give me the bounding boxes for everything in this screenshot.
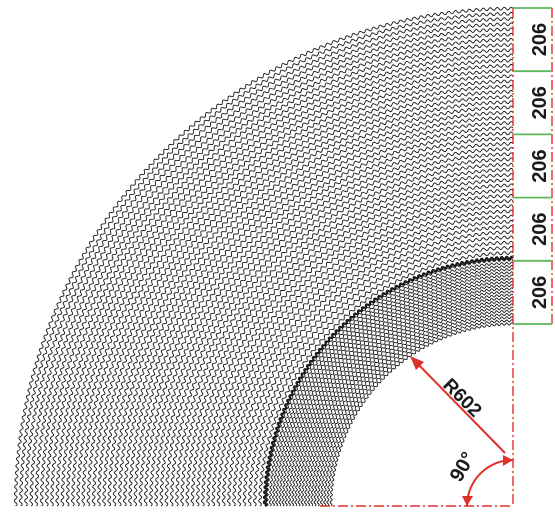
wavy-ring: [81, 74, 514, 507]
wavy-ring: [211, 204, 514, 507]
wavy-ring: [55, 48, 514, 507]
segment-dimension-label: 206: [529, 276, 551, 309]
wavy-ring: [45, 38, 514, 507]
angle-arrowhead-top-icon: [503, 455, 513, 466]
wavy-ring: [272, 265, 514, 507]
radius-arrow-line: [411, 357, 506, 454]
wavy-ring: [216, 209, 514, 507]
wavy-ring: [34, 27, 514, 507]
wavy-ring: [159, 152, 514, 507]
angle-dimension: 90°: [446, 448, 514, 507]
wavy-ring: [107, 100, 514, 507]
wavy-ring: [329, 322, 514, 507]
segment-dimension-label: 206: [529, 23, 551, 56]
wavy-ring: [304, 297, 514, 507]
wavy-ring: [138, 131, 514, 507]
segment-dimension-label: 206: [529, 213, 551, 246]
wavy-ring: [284, 277, 514, 507]
angle-arrowhead-bottom-icon: [462, 496, 473, 506]
concentric-wavy-rings: [13, 6, 514, 507]
wavy-ring: [281, 274, 514, 507]
wavy-ring: [97, 90, 514, 507]
wavy-ring: [39, 32, 514, 507]
wavy-ring: [242, 235, 514, 507]
wavy-ring: [143, 136, 514, 507]
wavy-ring: [300, 293, 514, 507]
wavy-ring: [123, 116, 514, 507]
wavy-ring: [237, 230, 514, 507]
wavy-ring: [76, 69, 514, 507]
wavy-ring: [268, 261, 514, 507]
segment-dimension-label: 206: [529, 149, 551, 182]
wavy-ring: [71, 64, 514, 507]
wavy-ring: [258, 251, 514, 507]
wavy-ring: [195, 188, 514, 507]
wavy-ring: [320, 313, 514, 507]
wavy-ring: [50, 43, 514, 507]
wavy-ring: [91, 84, 514, 507]
wavy-ring: [175, 168, 514, 507]
wavy-ring: [13, 6, 514, 507]
radius-label: R602: [438, 375, 485, 422]
wavy-ring: [133, 126, 514, 507]
wavy-ring: [310, 303, 514, 507]
wavy-ring: [185, 178, 514, 507]
wavy-ring: [278, 271, 514, 507]
wavy-ring: [326, 319, 514, 507]
wavy-ring: [206, 199, 514, 507]
wavy-ring: [149, 142, 514, 507]
wavy-ring: [201, 194, 514, 507]
wavy-ring: [24, 17, 514, 507]
segment-dimension-column: 206 206 206 206 206: [513, 7, 553, 325]
wavy-ring: [291, 284, 514, 507]
wavy-ring: [262, 255, 514, 507]
wavy-ring: [169, 162, 514, 507]
wavy-ring: [180, 173, 514, 507]
wavy-ring: [86, 79, 514, 507]
wavy-ring: [323, 316, 514, 507]
radius-dimension: R602: [410, 356, 506, 454]
wavy-ring: [313, 306, 514, 507]
segment-dimension-label: 206: [529, 86, 551, 119]
wavy-ring: [294, 287, 514, 507]
wavy-ring: [102, 95, 514, 507]
wavy-ring: [288, 281, 514, 507]
wavy-ring: [307, 300, 514, 507]
wavy-ring: [221, 214, 514, 507]
wavy-ring: [316, 309, 514, 507]
radius-arrowhead-icon: [410, 356, 424, 370]
wavy-ring: [297, 290, 514, 507]
center-lines: [320, 8, 514, 507]
wavy-ring: [247, 240, 514, 507]
wavy-ring: [190, 183, 514, 507]
wavy-ring: [227, 220, 514, 507]
wavy-ring: [275, 268, 514, 507]
wavy-ring: [232, 225, 514, 507]
wavy-ring: [29, 22, 514, 507]
wavy-ring: [128, 121, 514, 507]
wavy-ring: [112, 105, 514, 507]
wavy-ring: [164, 157, 514, 507]
wavy-ring: [117, 110, 514, 507]
wavy-ring: [19, 12, 514, 507]
wavy-ring: [60, 53, 514, 507]
wavy-ring: [154, 147, 514, 507]
wavy-ring: [65, 58, 514, 507]
wavy-ring: [253, 246, 514, 507]
